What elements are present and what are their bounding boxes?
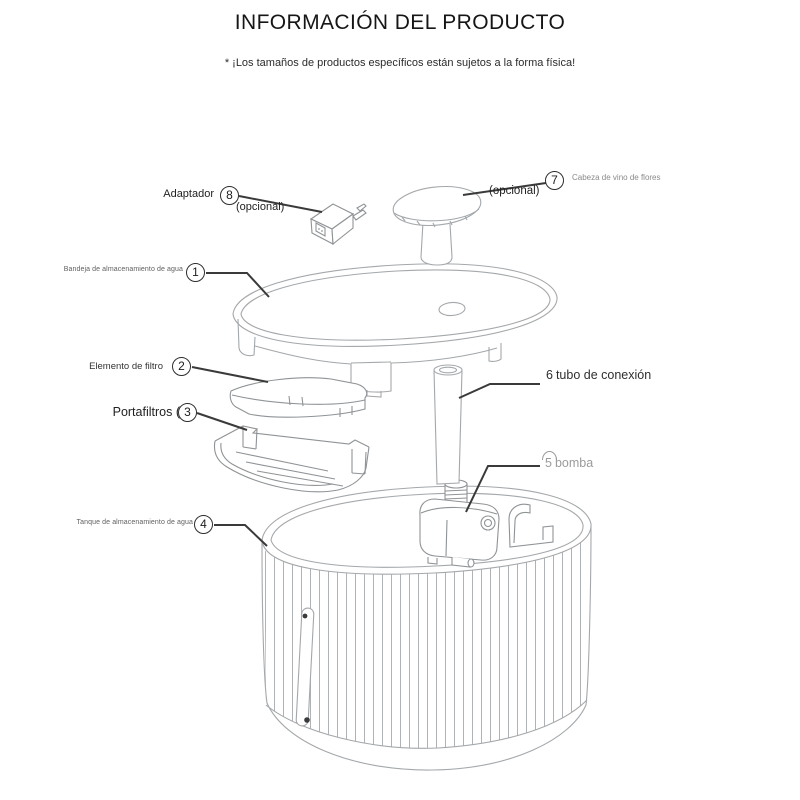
pump-number: 5 (542, 451, 557, 470)
pump-bracket-drawing (508, 503, 554, 548)
part-number-badge-flower-head: 7 (545, 171, 564, 190)
pump-text: bomba (554, 456, 594, 470)
connection-tube-number: 6 (546, 368, 553, 382)
water-level-window (295, 607, 315, 727)
part-number-badge-filter: 2 (172, 357, 191, 376)
water-tank-label: Tanque de almacenamiento de agua (76, 519, 193, 526)
adapter-drawing (309, 203, 367, 246)
flower-head-label: Cabeza de vino de flores (572, 173, 661, 182)
water-tray-label: Bandeja de almacenamiento de agua (63, 266, 183, 273)
filter-element-drawing (229, 377, 368, 418)
page-title: INFORMACIÓN DEL PRODUCTO (234, 11, 566, 34)
part-number-badge-adapter: 8 (220, 186, 239, 205)
adapter-optional-note: (opcional) (236, 201, 285, 213)
connection-tube-text: tubo de conexión (555, 368, 652, 382)
filter-holder-label: Portafiltros ( (112, 405, 180, 419)
flower-head-drawing (392, 186, 482, 266)
pump-drawing (419, 479, 500, 568)
filter-element-label: Elemento de filtro (89, 361, 163, 372)
water-tray-drawing (232, 263, 558, 398)
part-number-badge-tray: 1 (186, 263, 205, 282)
part-number-badge-holder: 3 (178, 403, 197, 422)
disclaimer-note: * ¡Los tamaños de productos específicos … (224, 57, 576, 69)
connection-tube-drawing (433, 364, 463, 485)
part-number-badge-tank: 4 (194, 515, 213, 534)
leader-lines (191, 182, 547, 547)
adapter-label: Adaptador (163, 188, 214, 200)
flower-head-optional-note: (opcional) (489, 185, 540, 197)
filter-holder-drawing (213, 425, 370, 493)
